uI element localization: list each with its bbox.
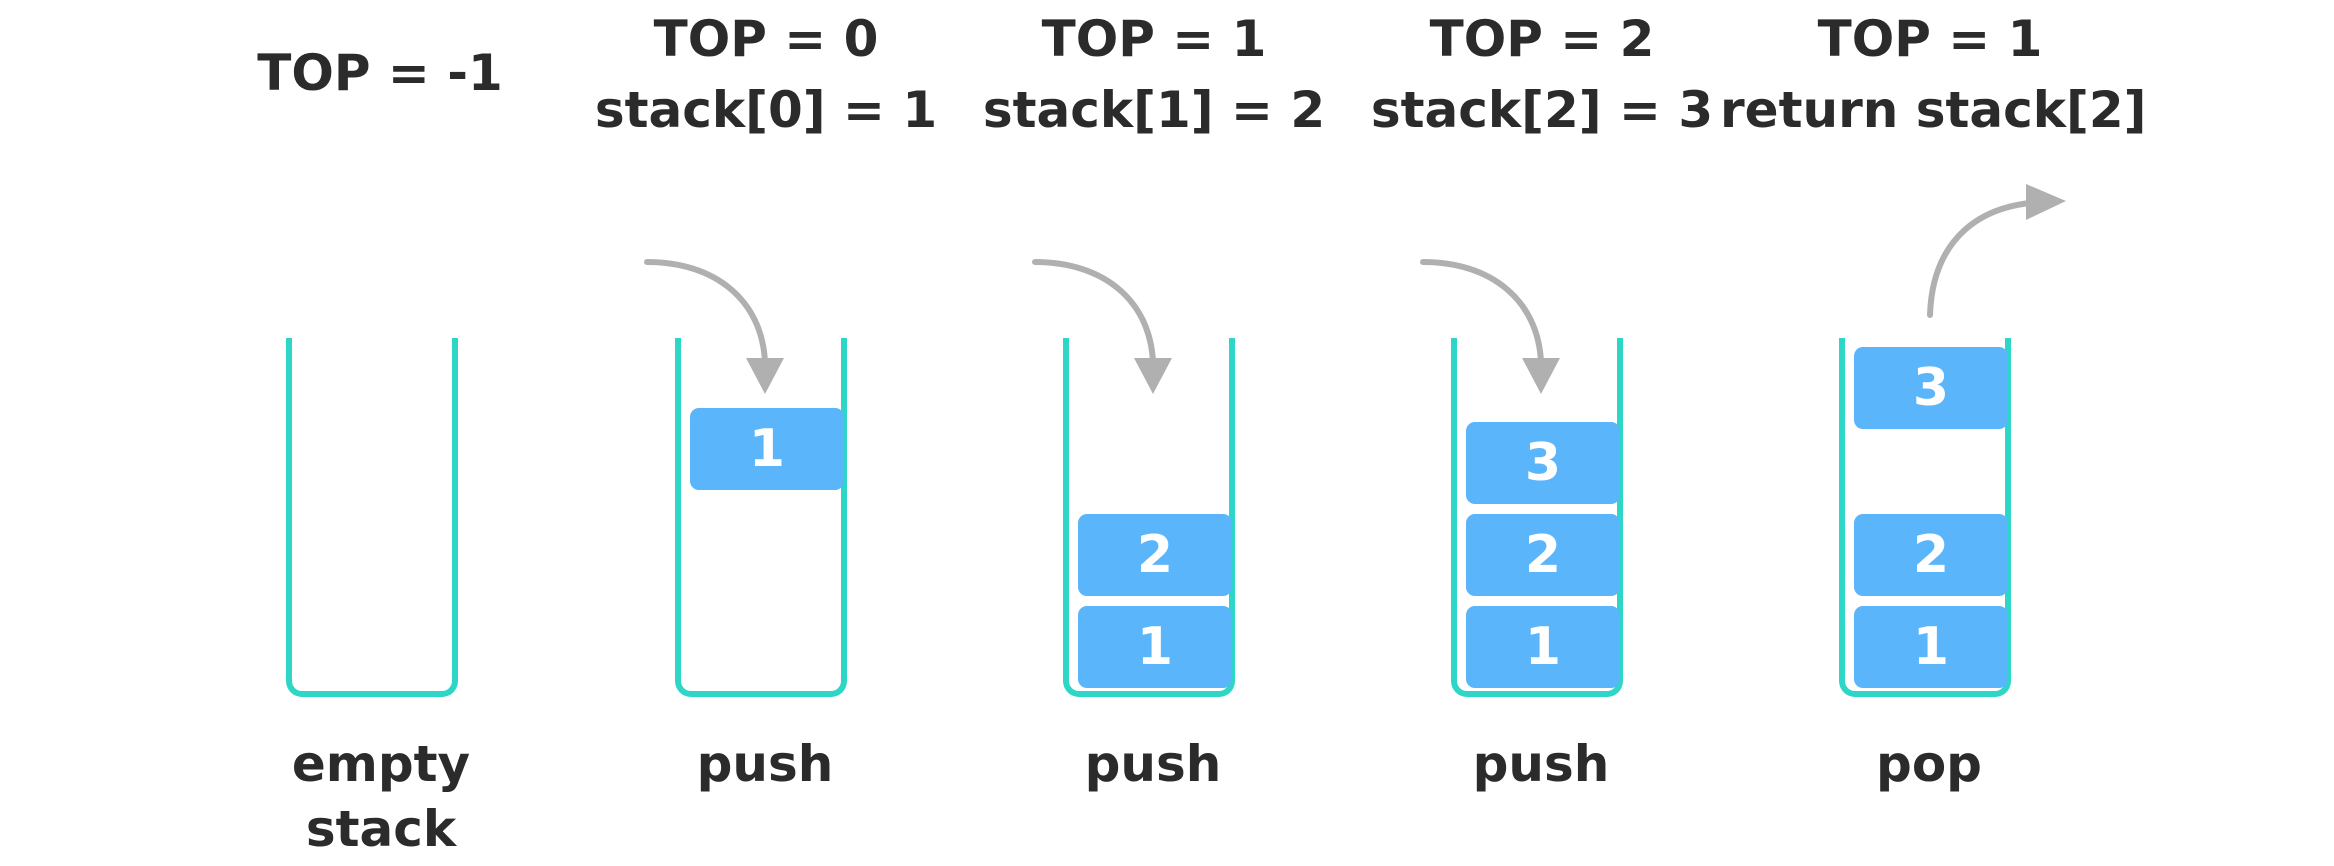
step-3-operation-line-1: push (1084, 735, 1222, 793)
step-3-title: TOP = 1 stack[1] = 2 (944, 4, 1364, 146)
step-2-stack-container (675, 338, 847, 697)
step-2-operation-label: push (585, 732, 945, 797)
step-2-title: TOP = 0 stack[0] = 1 (556, 4, 976, 146)
step-1-operation-label: empty stack (201, 732, 561, 862)
step-4-stack-block-middle: 2 (1466, 514, 1620, 596)
step-1-title: TOP = -1 (170, 38, 590, 109)
step-4-stack-container (1451, 338, 1623, 697)
step-1-title-line-1: TOP = -1 (257, 44, 503, 102)
curved-arrow-down-icon (1420, 259, 1544, 365)
step-4-operation-label: push (1361, 732, 1721, 797)
step-5-title-line-2: return stack[2] (1720, 81, 2147, 139)
step-1-operation-line-1: empty (291, 735, 471, 793)
step-5-stack-container (1839, 338, 2011, 697)
step-3-stack-block-bottom: 1 (1078, 606, 1232, 688)
step-3-operation-label: push (973, 732, 1333, 797)
step-5-stack-block-middle: 2 (1854, 514, 2008, 596)
step-3-title-line-2: stack[1] = 2 (982, 81, 1326, 139)
step-2-title-line-2: stack[0] = 1 (594, 81, 938, 139)
step-5-popped-block: 3 (1854, 347, 2008, 429)
step-5-stack-block-bottom: 1 (1854, 606, 2008, 688)
curved-arrow-down-head (746, 358, 784, 394)
step-4-stack-block-bottom: 1 (1466, 606, 1620, 688)
curved-arrow-down-icon (1032, 259, 1156, 365)
step-3-stack-block-top: 2 (1078, 514, 1232, 596)
step-4-operation-line-1: push (1472, 735, 1610, 793)
step-5-title-line-1: TOP = 1 (1817, 10, 2043, 68)
step-4-stack-block-top: 3 (1466, 422, 1620, 504)
curved-arrow-down-head (1522, 358, 1560, 394)
step-5-operation-label: pop (1749, 732, 2109, 797)
curved-arrow-down-head (1134, 358, 1172, 394)
step-4-title: TOP = 2 stack[2] = 3 (1332, 4, 1752, 146)
step-4-title-line-2: stack[2] = 3 (1370, 81, 1714, 139)
step-2-operation-line-1: push (696, 735, 834, 793)
step-1-stack-container (286, 338, 458, 697)
step-3-stack-container (1063, 338, 1235, 697)
curved-arrow-up-right-icon (1927, 200, 2033, 318)
step-5-operation-line-1: pop (1876, 735, 1982, 793)
step-5-title: TOP = 1 return stack[2] (1720, 4, 2147, 146)
step-2-title-line-1: TOP = 0 (653, 10, 879, 68)
step-2-stack-block: 1 (690, 408, 844, 490)
step-3-title-line-1: TOP = 1 (1041, 10, 1267, 68)
curved-arrow-up-right-head (2026, 184, 2066, 220)
step-1-operation-line-2: stack (305, 800, 457, 858)
step-4-title-line-1: TOP = 2 (1429, 10, 1655, 68)
curved-arrow-down-icon (644, 259, 768, 365)
